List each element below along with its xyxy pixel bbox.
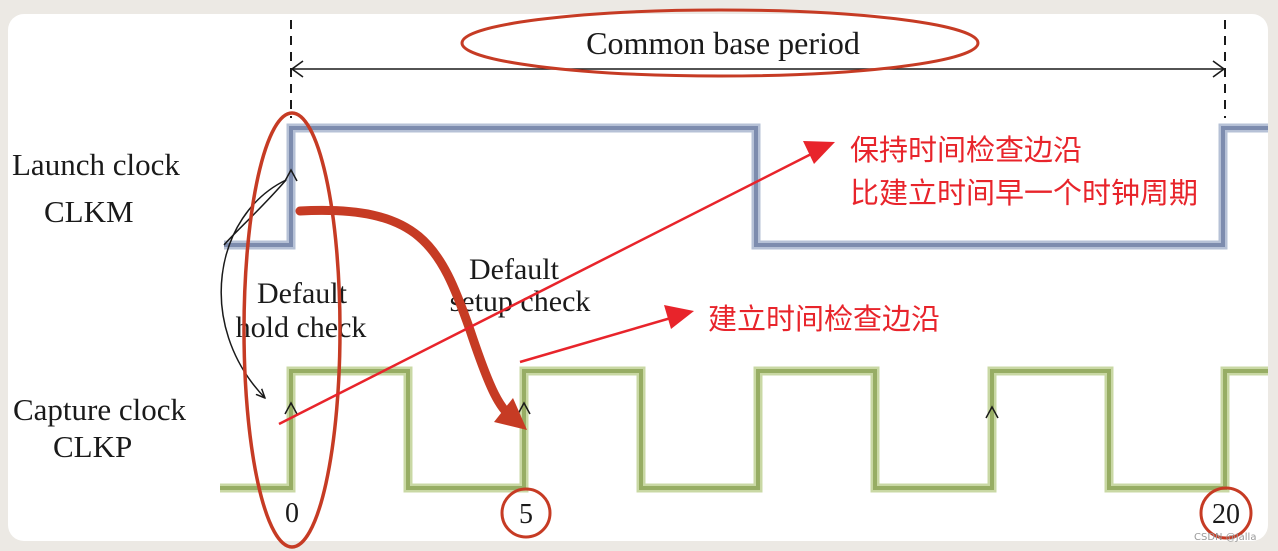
period-arrow-left-head [290, 60, 304, 78]
tick-5-circle [500, 487, 552, 539]
capture-edge-caret-5 [517, 401, 531, 415]
capture-clock-name: CLKP [53, 429, 132, 464]
period-arrow-right-head [1212, 60, 1226, 78]
tick-label-0: 0 [285, 498, 299, 529]
hold-check-label-line2: hold check [236, 311, 367, 344]
tick-20-circle [1199, 486, 1253, 540]
setup-path-arrowhead [494, 398, 527, 430]
hold-check-arrow [220, 179, 287, 398]
hold-annotation-arrowhead [803, 141, 835, 164]
setup-annotation-arrow [519, 311, 689, 364]
hold-check-label-line1: Default [257, 277, 348, 310]
launch-clock-label: Launch clock [12, 147, 180, 182]
capture-edge-caret-0 [284, 401, 298, 415]
period-label-oval [460, 8, 980, 78]
period-label: Common base period [586, 25, 860, 61]
hold-edge-oval [242, 111, 342, 549]
capture-edge-caret-15 [985, 405, 999, 419]
capture-clock-waveform [220, 369, 1268, 490]
launch-clock-waveform [224, 126, 1268, 247]
launch-clock-name: CLKM [44, 194, 134, 229]
setup-edge-annotation: 建立时间检查边沿 [708, 302, 940, 336]
capture-clock-label: Capture clock [13, 392, 187, 427]
setup-path-arrow [295, 205, 520, 425]
tick-label-20: 20 [1212, 499, 1240, 530]
setup-annotation-arrowhead [664, 305, 694, 329]
hold-edge-annotation-line2: 比建立时间早一个时钟周期 [850, 176, 1198, 210]
hold-edge-annotation-line1: 保持时间检查边沿 [850, 133, 1082, 167]
tick-label-5: 5 [519, 499, 533, 530]
watermark: CSDN @Jalla [1194, 532, 1256, 543]
launch-edge-caret [284, 168, 298, 182]
setup-check-label-line1: Default [469, 253, 560, 286]
hold-annotation-arrow [278, 144, 829, 426]
